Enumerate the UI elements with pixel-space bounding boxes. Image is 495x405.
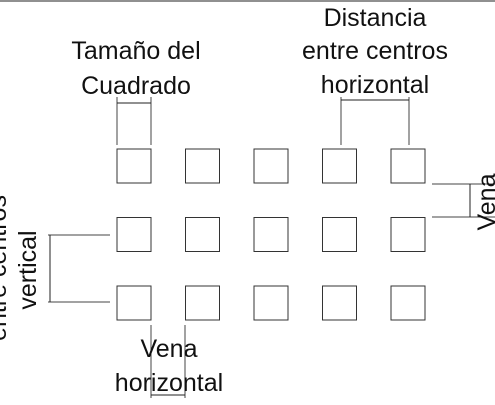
square	[185, 285, 220, 321]
horizontal-vein-label-line2: horizontal	[115, 369, 223, 397]
square-size-dimension	[116, 97, 152, 145]
horizontal-distance-dimension	[340, 97, 410, 145]
square	[322, 285, 357, 321]
horizontal-distance-label-line3: horizontal	[321, 71, 429, 99]
vertical-vein-dimension	[432, 183, 495, 218]
square	[116, 285, 152, 321]
vertical-vein-label: Vena	[473, 173, 495, 230]
horizontal-vein-label-line1: Vena	[140, 335, 197, 363]
horizontal-vein-dimension	[150, 325, 186, 398]
square	[390, 285, 426, 321]
square	[253, 285, 289, 321]
vertical-distance-label-line1: entre centros	[0, 195, 12, 341]
square-size-label-line2: Cuadrado	[81, 72, 191, 100]
vertical-distance-label-line2: vertical	[14, 230, 42, 309]
square	[390, 217, 426, 252]
square	[253, 217, 289, 252]
square	[322, 148, 357, 184]
square	[390, 148, 426, 184]
horizontal-distance-label-line1: Distancia	[324, 4, 427, 32]
square	[185, 148, 220, 184]
square	[185, 217, 220, 252]
squares-grid	[116, 148, 426, 321]
square	[116, 217, 152, 252]
square	[116, 148, 152, 184]
horizontal-distance-label-line2: entre centros	[302, 37, 448, 65]
square-size-label-line1: Tamaño del	[71, 37, 200, 65]
square	[253, 148, 289, 184]
square	[322, 217, 357, 252]
vertical-distance-dimension	[48, 234, 110, 303]
